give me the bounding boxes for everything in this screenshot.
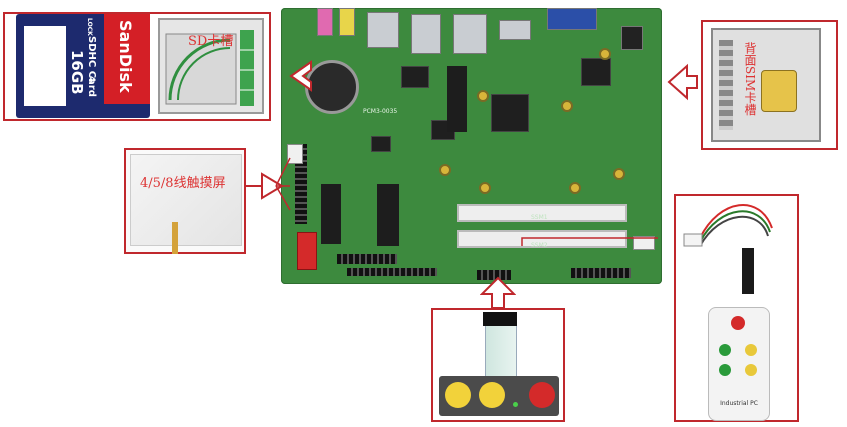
remote-yellow-button-1[interactable] — [745, 344, 757, 356]
so-dimm-slot-1 — [457, 204, 627, 222]
sd-slot-drawing — [165, 30, 254, 106]
yellow-button-1[interactable] — [445, 382, 471, 408]
minipcie-slot-top — [447, 66, 467, 132]
board-silk-1: PCM3-0035 — [363, 108, 398, 115]
sd-card-image: SanDisk SDHC Card 16GB LOCK 4 — [16, 14, 150, 118]
minipcie-slot-left — [321, 184, 341, 244]
sd-card-class: 4 — [86, 76, 96, 83]
ir-link-line — [521, 237, 658, 246]
touch-screen-cable — [172, 222, 178, 254]
cmos-battery — [305, 60, 359, 114]
button-panel-box — [431, 308, 565, 422]
touch-screen-panel — [124, 148, 246, 254]
mount-hole-3 — [439, 164, 451, 176]
mount-hole-5 — [569, 182, 581, 194]
power-jack — [621, 26, 643, 50]
sd-card-lock: LOCK — [86, 18, 93, 36]
arrow-touch-screen — [246, 157, 291, 211]
touch-screen-glass — [130, 154, 242, 246]
sd-card-brand: SanDisk — [116, 20, 135, 93]
sata-connector — [297, 232, 317, 270]
bottom-header-3 — [477, 270, 511, 280]
sim-slot-panel — [701, 20, 838, 150]
left-header-column — [295, 144, 307, 224]
remote-caption: Industrial PC — [720, 400, 758, 407]
power-button[interactable] — [529, 382, 555, 408]
audio-jack-pink — [317, 8, 333, 36]
vga-port — [547, 8, 597, 30]
ir-remote: Industrial PC — [708, 307, 770, 421]
sd-card-brand-strip: SanDisk — [104, 14, 150, 104]
sim-slot-label: 背面SIM卡槽 — [743, 42, 757, 116]
bottom-header-2 — [347, 268, 437, 276]
ic-chip-4 — [371, 136, 391, 152]
arrow-sd-slot — [289, 60, 312, 92]
ir-connector — [633, 236, 655, 250]
remote-green-button-1[interactable] — [719, 344, 731, 356]
mount-hole-2 — [561, 100, 573, 112]
membrane-plug — [483, 312, 517, 326]
usb-port-1 — [411, 14, 441, 54]
mount-hole-1 — [477, 90, 489, 102]
arrow-sim-slot — [667, 63, 698, 101]
so-dimm-slot-2 — [457, 230, 627, 248]
bottom-header-1 — [337, 254, 397, 264]
mount-hole-7 — [599, 48, 611, 60]
sd-card-label-area — [24, 26, 66, 106]
sd-slot-image — [158, 18, 264, 114]
chipset — [491, 94, 529, 132]
remote-green-button-2[interactable] — [719, 364, 731, 376]
remote-yellow-button-2[interactable] — [745, 364, 757, 376]
usb-port-2 — [453, 14, 487, 54]
ic-chip-1 — [401, 66, 429, 88]
ic-chip-2 — [581, 58, 611, 86]
motherboard: SSM1 SSM2 PCM3-0035 — [281, 8, 662, 284]
bottom-header-4 — [571, 268, 631, 278]
hdmi-port — [499, 20, 531, 40]
led-indicator — [513, 402, 518, 407]
touch-connector — [287, 144, 303, 164]
lan-port-1 — [367, 12, 399, 48]
board-silk-3: SSM2 — [531, 242, 548, 249]
minipcie-slot-right — [377, 184, 399, 246]
sd-card-capacity: 16GB — [68, 50, 86, 95]
mount-hole-4 — [479, 182, 491, 194]
sim-slot-contacts — [719, 40, 733, 130]
sim-chip-icon — [761, 70, 797, 112]
mount-hole-6 — [613, 168, 625, 180]
ir-receiver-cable — [683, 204, 773, 294]
sim-slot-image — [711, 28, 821, 142]
yellow-button-2[interactable] — [479, 382, 505, 408]
sd-card-model: SDHC Card — [86, 36, 97, 97]
touch-screen-label: 4/5/8线触摸屏 — [140, 176, 226, 191]
sd-slot-label: SD卡槽 — [188, 34, 234, 49]
arrow-button-panel — [480, 276, 516, 309]
remote-power-button[interactable] — [731, 316, 745, 330]
audio-jack-yellow — [339, 8, 355, 36]
board-silk-2: SSM1 — [531, 214, 548, 221]
